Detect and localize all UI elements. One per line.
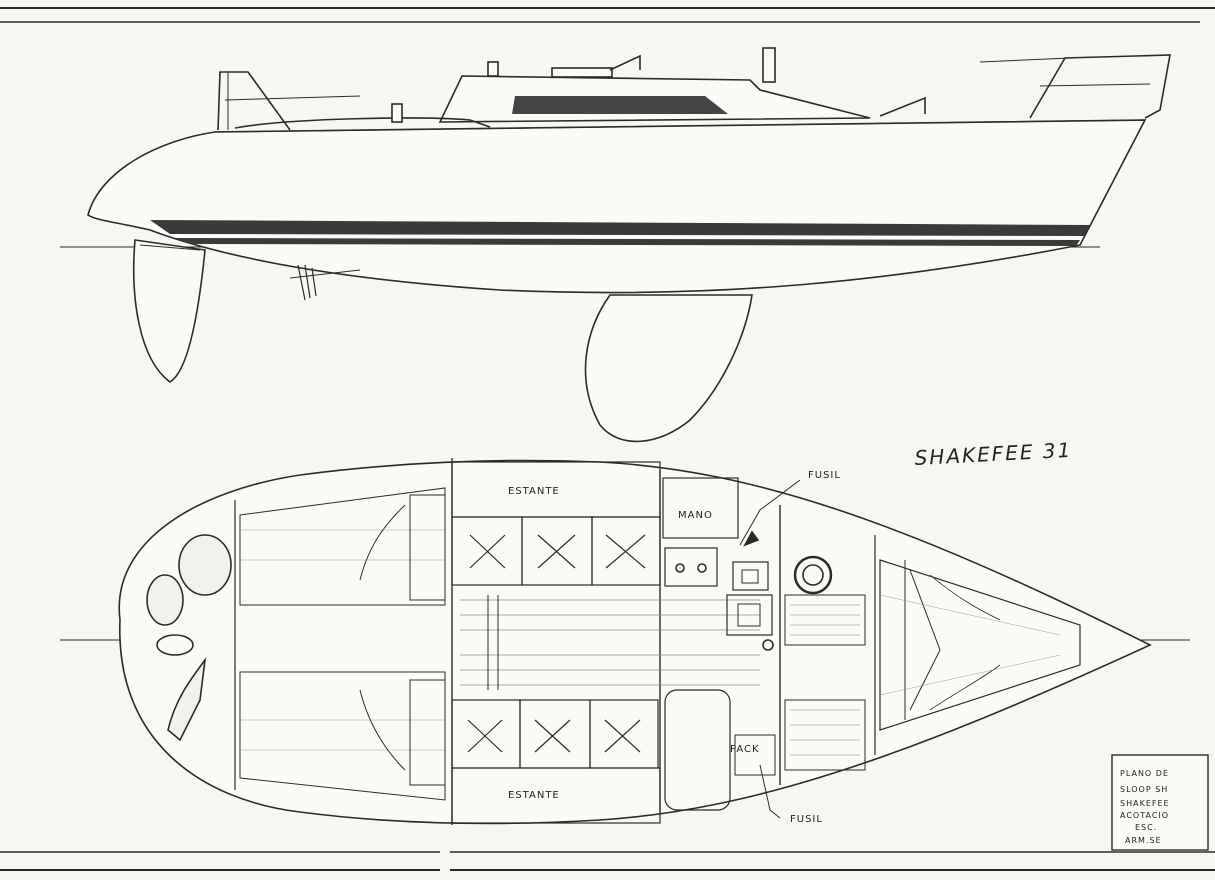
title-block: PLANO DE SLOOP SH SHAKEFEE ACOTACIO ESC.… [1111,754,1209,851]
plan-view [60,458,1190,825]
hull-stripe [150,220,1090,236]
deck-outline [118,459,1152,825]
side-profile [60,47,1171,443]
title-block-line3: SHAKEFEE [1120,799,1170,808]
sheet-frame [0,7,1215,871]
title-block-line5: ESC. [1135,823,1157,832]
estante-bottom [451,767,661,824]
hull-outline [87,119,1147,294]
stern-pushpit [217,71,291,131]
locker-row-top [451,516,661,586]
drawing-title: SHAKEFEE 31 [914,438,1073,470]
title-block-line4: ACOTACIO [1120,811,1169,820]
cabin-window [512,96,728,114]
label-mano: MANO [678,510,713,521]
cockpit-seat-port [239,487,446,606]
label-estante-top: ESTANTE [508,486,560,497]
cockpit-seat-stbd [239,671,446,801]
label-pack: PACK [730,744,760,755]
title-block-line6: ARM.SE [1125,836,1162,845]
rudder [132,239,206,383]
title-block-line1: PLANO DE [1120,769,1169,778]
mano-box [662,477,739,539]
label-fusil-top: FUSIL [808,470,841,481]
forward-berth [879,559,1081,731]
title-block-line2: SLOOP SH [1120,785,1168,794]
label-fusil-bottom: FUSIL [790,814,823,825]
label-estante-bottom: ESTANTE [508,790,560,801]
keel-fin [584,294,753,443]
bow-pulpit [1029,54,1171,119]
hull-stripe-lower [175,238,1080,246]
